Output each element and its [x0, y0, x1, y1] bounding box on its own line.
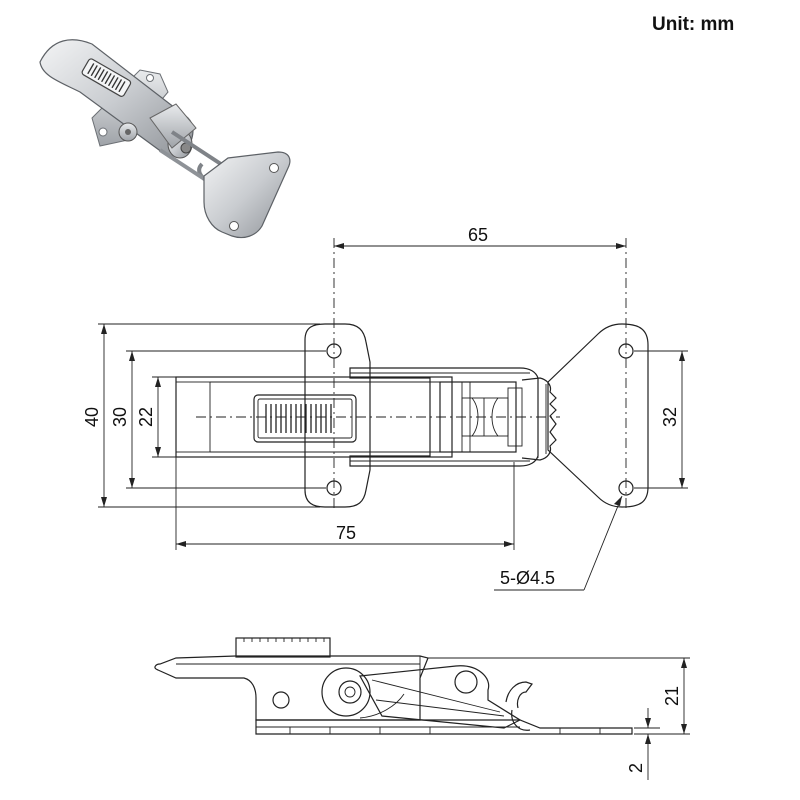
dim-65-label: 65: [468, 225, 488, 245]
dim-32-label: 32: [660, 407, 680, 427]
hole-callout-label: 5-Ø4.5: [500, 568, 555, 588]
unit-label: Unit: mm: [652, 14, 735, 35]
side-view: 21 2: [154, 637, 690, 780]
dim-2-label: 2: [626, 763, 646, 773]
top-view: 65 40 30 22 32 75: [82, 225, 688, 591]
product-photo: [39, 39, 291, 239]
dim-30-label: 30: [110, 407, 130, 427]
dim-40-label: 40: [82, 407, 102, 427]
dim-22-label: 22: [136, 407, 156, 427]
dim-75-label: 75: [336, 523, 356, 543]
dim-21-label: 21: [662, 686, 682, 706]
